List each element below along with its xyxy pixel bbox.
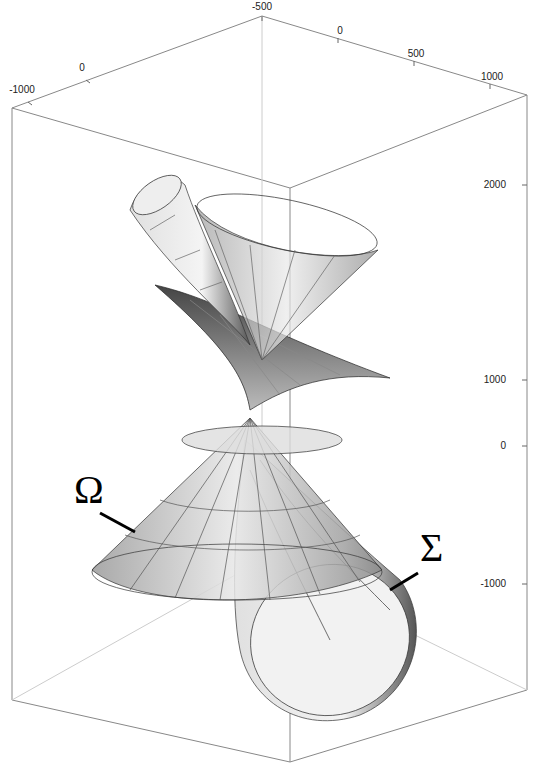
axis-tick-label: -1000 bbox=[9, 85, 35, 95]
axis-tick-label: -1000 bbox=[480, 579, 506, 589]
surface-label: Ω bbox=[74, 470, 104, 510]
axis-tick-label: 2000 bbox=[484, 180, 506, 190]
leader-line bbox=[100, 513, 418, 590]
bounding-box bbox=[12, 16, 527, 762]
axis-tick-label: 0 bbox=[500, 441, 506, 451]
axis-tick-label: 1000 bbox=[484, 375, 506, 385]
surface-label: Σ bbox=[420, 528, 443, 568]
cup-surface bbox=[192, 181, 382, 360]
axis-tick-label: 1000 bbox=[481, 72, 503, 82]
axis-tick-label: 0 bbox=[79, 63, 85, 73]
axis-tick-label: -500 bbox=[252, 2, 272, 12]
axis-tick-label: 0 bbox=[337, 26, 343, 36]
cone-surface bbox=[92, 418, 382, 600]
axis-tick-label: 500 bbox=[408, 49, 425, 59]
horn-surface bbox=[126, 167, 250, 345]
